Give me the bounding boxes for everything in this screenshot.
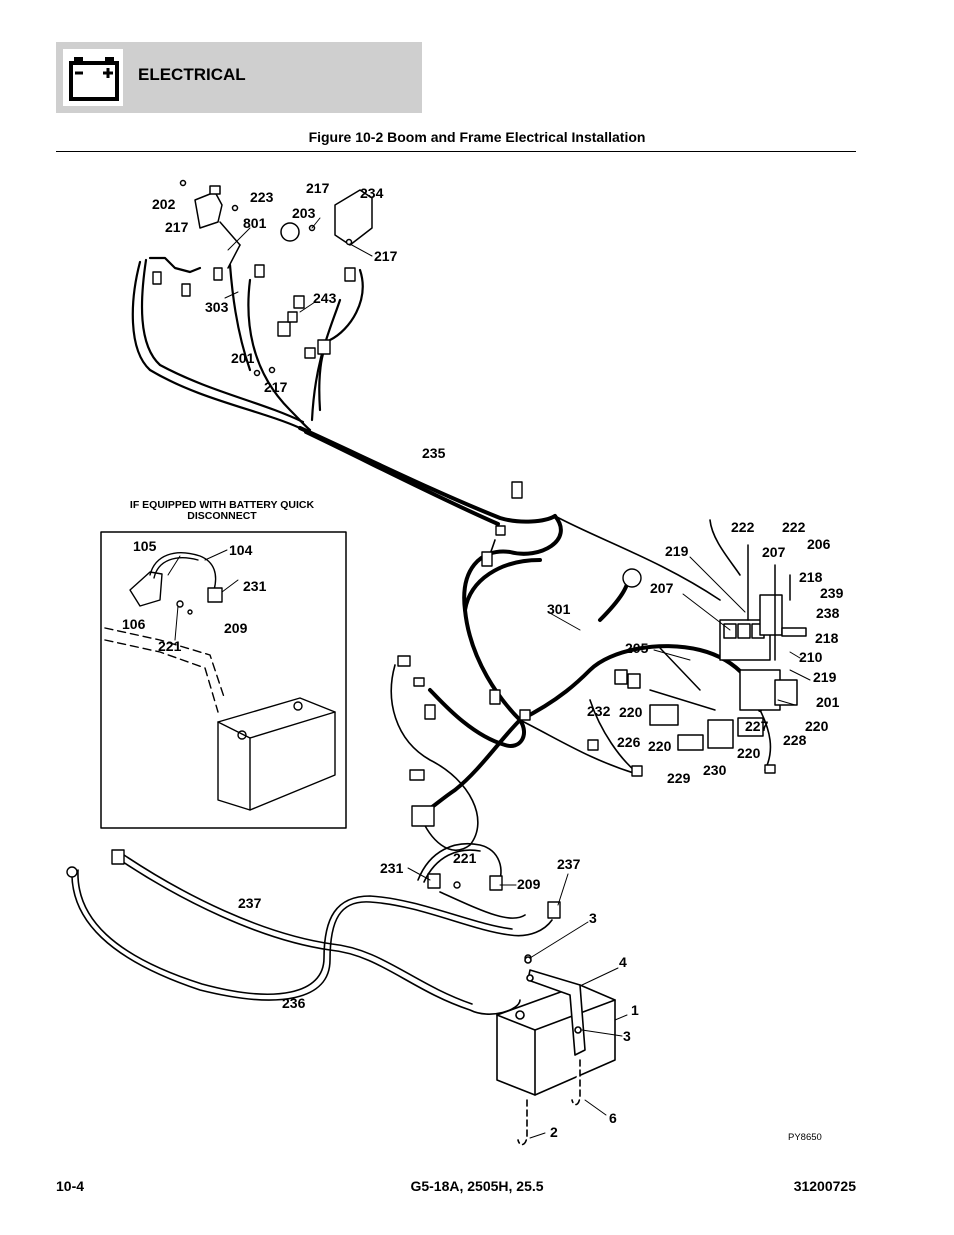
inset-drawing <box>104 552 336 811</box>
callout-235: 235 <box>422 445 446 461</box>
model-list: G5-18A, 2505H, 25.5 <box>410 1178 544 1194</box>
callout-230: 230 <box>703 762 727 778</box>
callout-221: 221 <box>453 850 477 866</box>
battery-cables <box>71 843 553 1015</box>
callout-207: 207 <box>650 580 674 596</box>
callout-218: 218 <box>815 630 839 646</box>
callout-210: 210 <box>799 649 823 665</box>
inset-frame <box>100 531 347 829</box>
callout-221: 221 <box>158 638 182 654</box>
callout-4: 4 <box>619 954 627 970</box>
callout-206: 206 <box>807 536 831 552</box>
callout-220: 220 <box>619 704 643 720</box>
callout-228: 228 <box>783 732 807 748</box>
callout-303: 303 <box>205 299 229 315</box>
page-number: 10-4 <box>56 1178 85 1194</box>
callout-239: 239 <box>820 585 844 601</box>
drawing-id: PY8650 <box>788 1132 822 1143</box>
callout-217: 217 <box>165 219 189 235</box>
callout-104: 104 <box>229 542 253 558</box>
callout-217: 217 <box>374 248 398 264</box>
callout-218: 218 <box>799 569 823 585</box>
callout-301: 301 <box>547 601 571 617</box>
top-modules <box>179 179 373 377</box>
callout-223: 223 <box>250 189 274 205</box>
callout-231: 231 <box>243 578 267 594</box>
document-number: 31200725 <box>793 1178 856 1194</box>
callout-217: 217 <box>264 379 288 395</box>
callout-201: 201 <box>231 350 255 366</box>
callout-236: 236 <box>282 995 306 1011</box>
callout-203: 203 <box>292 205 316 221</box>
thin-branches <box>390 515 772 851</box>
relay-panel <box>614 544 807 751</box>
battery <box>496 956 616 1146</box>
callout-229: 229 <box>667 770 691 786</box>
inset-caption-line1: IF EQUIPPED WITH BATTERY QUICK <box>130 499 315 511</box>
callout-217: 217 <box>306 180 330 196</box>
callout-219: 219 <box>665 543 689 559</box>
callout-232: 232 <box>587 703 611 719</box>
callout-219: 219 <box>813 669 837 685</box>
callout-2: 2 <box>550 1124 558 1140</box>
callout-801: 801 <box>243 215 267 231</box>
callout-243: 243 <box>313 290 337 306</box>
upper-connectors <box>152 264 356 359</box>
callout-6: 6 <box>609 1110 617 1126</box>
callout-222: 222 <box>731 519 755 535</box>
section-header: ELECTRICAL <box>56 42 422 113</box>
callout-237: 237 <box>557 856 581 872</box>
callout-209: 209 <box>224 620 248 636</box>
callout-3: 3 <box>589 910 597 926</box>
inset-caption-line2: DISCONNECT <box>187 510 257 522</box>
callout-207: 207 <box>762 544 786 560</box>
callout-220: 220 <box>648 738 672 754</box>
callout-201: 201 <box>816 694 840 710</box>
callout-105: 105 <box>133 538 157 554</box>
callout-220: 220 <box>805 718 829 734</box>
title-divider <box>56 151 856 152</box>
callout-106: 106 <box>122 616 146 632</box>
battery-icon <box>63 49 123 106</box>
callout-1: 1 <box>631 1002 639 1018</box>
callout-220: 220 <box>737 745 761 761</box>
callout-237: 237 <box>238 895 262 911</box>
callout-227: 227 <box>745 718 769 734</box>
callout-231: 231 <box>380 860 404 876</box>
callout-222: 222 <box>782 519 806 535</box>
harness-connectors <box>397 481 776 827</box>
callout-205: 205 <box>625 640 649 656</box>
callout-209: 209 <box>517 876 541 892</box>
callout-234: 234 <box>360 185 384 201</box>
callout-226: 226 <box>617 734 641 750</box>
figure-title: Figure 10-2 Boom and Frame Electrical In… <box>308 129 646 145</box>
leader-lines <box>167 217 811 1139</box>
callout-3: 3 <box>623 1028 631 1044</box>
callout-202: 202 <box>152 196 176 212</box>
section-title: ELECTRICAL <box>138 65 246 84</box>
callout-238: 238 <box>816 605 840 621</box>
main-trunk-harness <box>298 426 557 526</box>
